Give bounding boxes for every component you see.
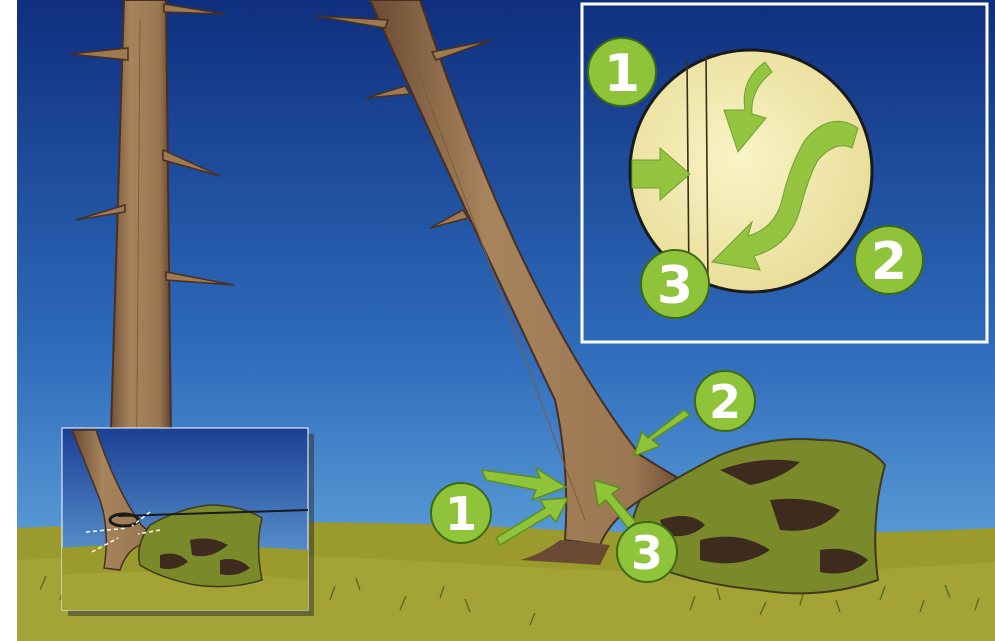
left-border bbox=[0, 0, 17, 641]
badge-main-3: 3 bbox=[617, 522, 677, 582]
badge-label: 3 bbox=[631, 526, 663, 580]
badge-detail-3: 3 bbox=[641, 250, 709, 318]
badge-main-2: 2 bbox=[695, 371, 755, 431]
inset-panel bbox=[62, 428, 314, 616]
badge-label: 1 bbox=[445, 487, 477, 541]
badge-label: 3 bbox=[657, 256, 693, 316]
badge-label: 2 bbox=[709, 375, 741, 429]
badge-detail-2: 2 bbox=[855, 226, 923, 294]
badge-label: 1 bbox=[604, 44, 640, 104]
badge-label: 2 bbox=[871, 232, 907, 292]
badge-detail-1: 1 bbox=[588, 38, 656, 106]
badge-main-1: 1 bbox=[431, 483, 491, 543]
